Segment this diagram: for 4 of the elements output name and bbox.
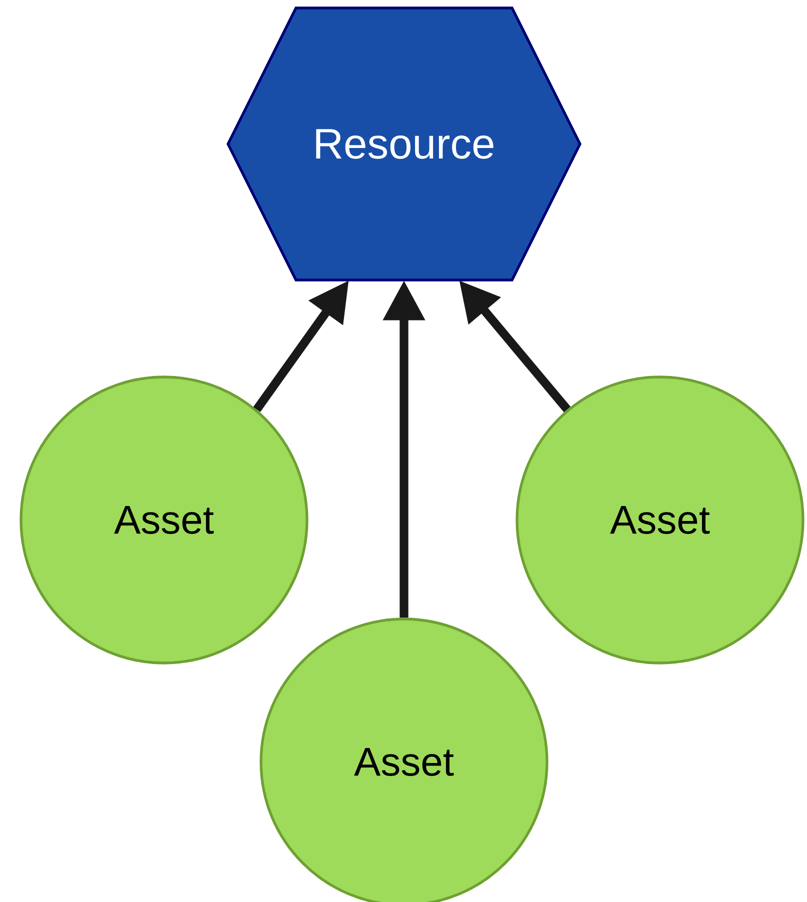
circle-node: Asset xyxy=(516,376,804,664)
circle-node: Asset xyxy=(260,618,548,902)
circle-node: Asset xyxy=(20,376,308,664)
hexagon-node: Resource xyxy=(226,6,582,282)
